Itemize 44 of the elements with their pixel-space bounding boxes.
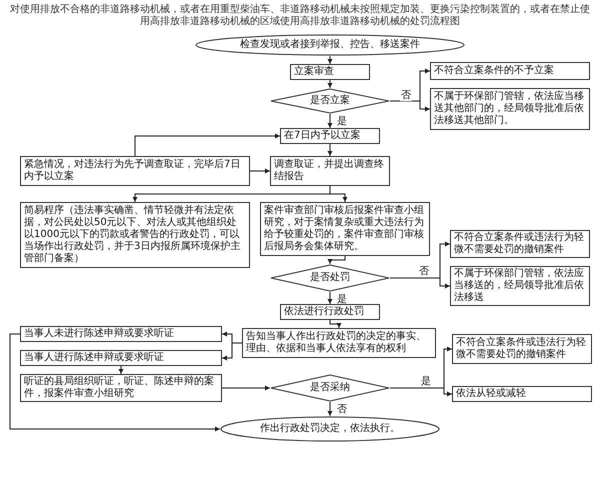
process-box: 案件审查部门审核后报案件审查小组研究，对于案情复杂或重大违法行为给予较重处罚的，案件审查部门审核后报局务会集体研究。 bbox=[260, 202, 430, 256]
arrow bbox=[328, 256, 346, 264]
arrow bbox=[330, 320, 342, 328]
edge-label: 否 bbox=[336, 404, 348, 415]
arrow bbox=[328, 144, 332, 156]
terminal-label: 检查发现或者接到举报、控告、移送案件 bbox=[240, 39, 420, 51]
process-box: 在7日内予以立案 bbox=[280, 128, 380, 144]
arrow bbox=[328, 56, 332, 64]
process-box: 依法从轻或减轻 bbox=[452, 386, 592, 402]
edge-label: 否 bbox=[400, 90, 412, 101]
arrow bbox=[10, 334, 220, 432]
terminal-label: 作出行政处罚决定，依法执行。 bbox=[260, 423, 400, 435]
process-box: 当事人进行陈述申辩或要求听证 bbox=[20, 350, 222, 366]
process-box: 不符合立案条件或违法行为轻微不需要处罚的撤销案件 bbox=[450, 230, 590, 258]
process-box: 不符合立案条件或违法行为轻微不需要处罚的撤销案件 bbox=[452, 334, 592, 364]
edge-label: 是 bbox=[336, 294, 348, 305]
process-box: 当事人未进行陈述申辩或要求听证 bbox=[20, 326, 222, 342]
decision-label: 是否采纳 bbox=[310, 382, 350, 394]
title: 对使用排放不合格的非道路移动机械，或者在用重型柴油车、非道路移动机械未按照规定加装、更换污染控制装置的，或者在禁止使用高排放非道路移动机械的区域使用高排放非道路移动机械的处罚流程图 bbox=[10, 4, 590, 28]
edge-label: 否 bbox=[418, 266, 430, 277]
decision-label: 是否立案 bbox=[310, 95, 350, 107]
process-box: 不符合立案条件的不予立案 bbox=[430, 62, 590, 80]
arrow bbox=[328, 80, 332, 88]
process-box: 听证的县局组织听证，听证、陈述申辩的案件，报案件审查小组研究 bbox=[20, 374, 222, 402]
arrow bbox=[328, 402, 332, 416]
arrow bbox=[222, 386, 270, 390]
process-box: 简易程序（违法事实确凿、情节轻微并有法定依据，对公民处以50元以下、对法人或其他组织处以1000元以下的罚款或者警告的行政处罚，可以当场作出行政处罚，并于3日内报所属环境保护主管部门备案） bbox=[20, 202, 250, 268]
arrow bbox=[222, 342, 242, 360]
process-box: 立案审查 bbox=[290, 64, 370, 80]
arrow bbox=[118, 366, 124, 374]
arrow bbox=[134, 134, 280, 156]
process-box: 不属于环保部门管辖，依法应当移送的，经局领导批准后依法移送 bbox=[450, 266, 590, 306]
process-box: 不属于环保部门管辖，依法应当移送其他部门的，经局领导批准后依法移送其他部门。 bbox=[430, 88, 590, 130]
arrow bbox=[328, 292, 332, 304]
process-box: 紧急情况，对违法行为先予调查取证，完毕后7日内予以立案 bbox=[20, 156, 250, 186]
process-box: 调查取证，并提出调查终结报告 bbox=[270, 156, 390, 186]
process-box: 告知当事人作出行政处罚的决定的事实、理由、依据和当事人依法享有的权利 bbox=[242, 328, 436, 358]
process-box: 依法进行行政处罚 bbox=[280, 304, 380, 320]
decision-label: 是否处罚 bbox=[310, 272, 350, 284]
edge-label: 是 bbox=[420, 376, 432, 387]
arrow bbox=[330, 186, 348, 202]
edge-label: 是 bbox=[336, 116, 348, 127]
arrow bbox=[250, 168, 270, 174]
arrow bbox=[328, 114, 332, 128]
